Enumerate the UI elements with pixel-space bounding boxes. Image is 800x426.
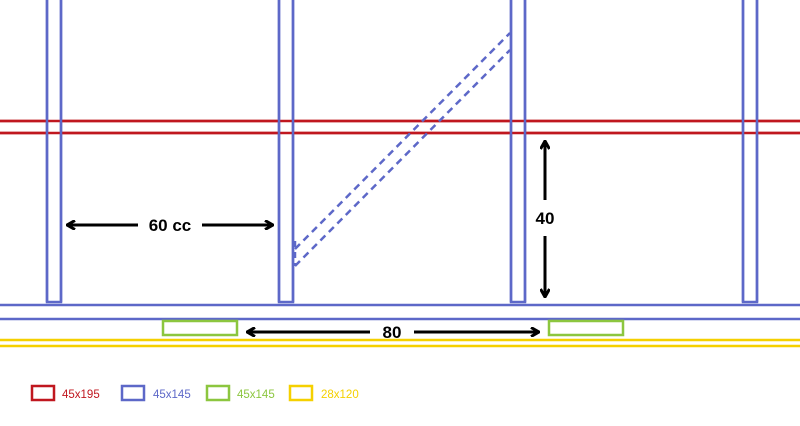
diagonal-brace — [293, 32, 511, 267]
legend-item-green: 45x145 — [205, 384, 275, 402]
stud-2 — [277, 0, 295, 304]
stud-1 — [45, 0, 63, 304]
legend-swatch-yellow — [288, 384, 314, 402]
brace-edge-upper — [294, 32, 511, 250]
stud-3 — [509, 0, 527, 304]
legend-label-green: 45x145 — [237, 389, 275, 401]
green-block-right — [547, 319, 625, 337]
legend-item-red: 45x195 — [30, 384, 100, 402]
legend-item-yellow: 28x120 — [288, 384, 359, 402]
dimension-spacing: 60 cc — [68, 216, 272, 235]
studs — [45, 0, 759, 304]
legend-label-yellow: 28x120 — [321, 389, 359, 401]
brace-edge-lower — [294, 49, 511, 267]
bottom-plate — [0, 303, 800, 321]
red-beam-overlay — [0, 119, 800, 135]
legend-swatch-blue — [120, 384, 146, 402]
height-label: 40 — [536, 209, 555, 228]
legend: 45x195 45x145 45x145 28x120 — [30, 384, 359, 402]
legend-label-red: 45x195 — [62, 389, 100, 401]
red-beam — [0, 119, 800, 135]
yellow-batten — [0, 338, 800, 348]
green-block-left — [161, 319, 239, 337]
spacing-label: 60 cc — [149, 216, 192, 235]
span-label: 80 — [383, 323, 402, 342]
legend-swatch-green — [205, 384, 231, 402]
dimension-height: 40 — [536, 142, 555, 296]
stud-4 — [741, 0, 759, 304]
dimension-span: 80 — [248, 323, 538, 342]
stud-edges-overlay — [45, 0, 759, 302]
legend-label-blue: 45x145 — [153, 389, 191, 401]
legend-swatch-red — [30, 384, 56, 402]
legend-item-blue: 45x145 — [120, 384, 191, 402]
